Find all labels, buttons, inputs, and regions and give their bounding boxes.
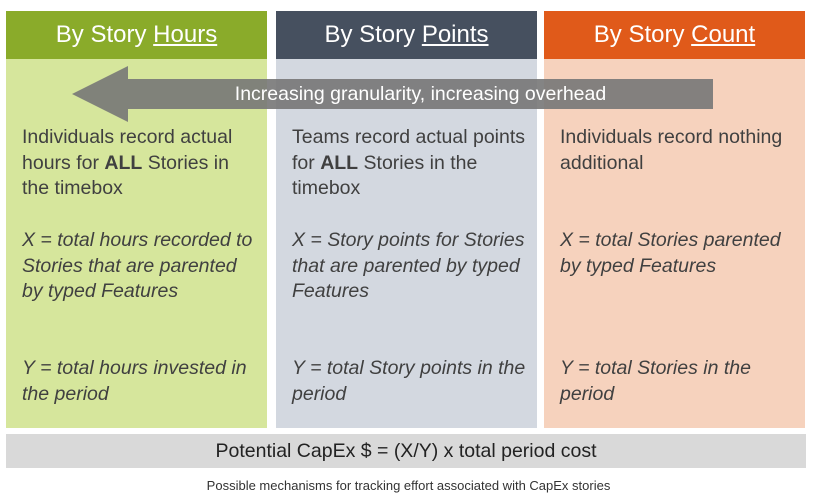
column-hours-title-key: Hours — [153, 21, 218, 48]
column-count-description: Individuals record nothing additional — [560, 125, 795, 176]
column-count-description-text: Individuals record nothing additional — [560, 126, 783, 174]
column-hours-description-bold: ALL — [104, 151, 143, 174]
column-points-y-definition: Y = total Story points in the period — [292, 357, 526, 405]
column-count: By Story Count Individuals record nothin… — [544, 11, 805, 428]
column-points-description-bold: ALL — [320, 151, 359, 174]
column-points-title-key: Points — [421, 21, 489, 48]
column-points-x-definition: X = Story points for Stories that are pa… — [292, 229, 525, 302]
figure-caption: Possible mechanisms for tracking effort … — [206, 478, 611, 493]
column-points-description-tail: Stories in the timebox — [292, 151, 478, 200]
column-hours-y-definition: Y = total hours invested in the period — [22, 357, 247, 405]
column-hours-title-prefix: By Story — [55, 21, 147, 48]
column-count-header: By Story Count — [544, 11, 805, 59]
column-hours-x-definition: X = total hours recorded to Stories that… — [22, 229, 253, 302]
column-hours-description: Individuals record actual hours for ALL … — [22, 125, 257, 202]
column-count-title-prefix: By Story — [593, 21, 685, 48]
column-hours-header: By Story Hours — [6, 11, 267, 59]
granularity-arrow-label: Increasing granularity, increasing overh… — [234, 82, 607, 105]
capex-formula-bar: Potential CapEx $ = (X/Y) x total period… — [6, 434, 806, 468]
column-points: By Story Points Teams record actual poin… — [276, 11, 537, 428]
column-points-title-prefix: By Story — [324, 21, 416, 48]
column-points-header: By Story Points — [276, 11, 537, 59]
column-points-description-text: Teams record actual points for — [292, 126, 526, 174]
column-count-y-definition: Y = total Stories in the period — [560, 357, 751, 405]
capex-formula: Potential CapEx $ = (X/Y) x total period… — [215, 439, 597, 462]
column-count-title-key: Count — [691, 21, 756, 48]
column-count-x-definition: X = total Stories parented by typed Feat… — [560, 229, 781, 277]
column-points-description: Teams record actual points for ALL Stori… — [292, 125, 527, 202]
column-hours-description-text: Individuals record actual hours for — [22, 126, 233, 174]
column-hours-description-tail: Stories in the timebox — [22, 151, 229, 200]
column-hours: By Story Hours Individuals record actual… — [6, 11, 267, 428]
